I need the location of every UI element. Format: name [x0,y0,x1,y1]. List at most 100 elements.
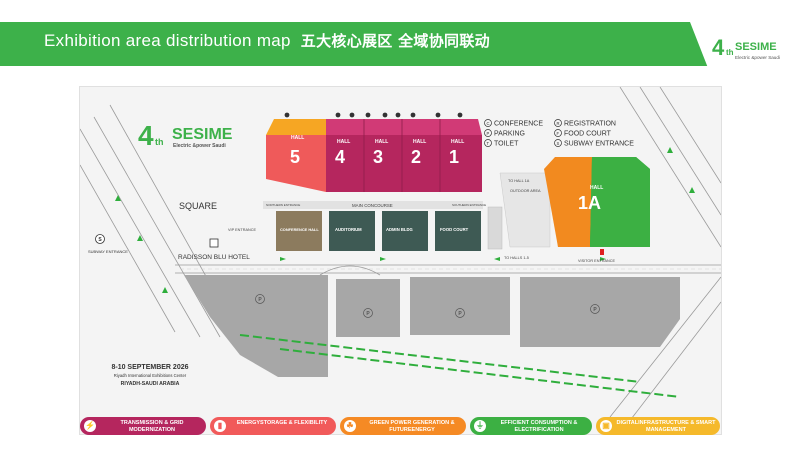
map-canvas: P P P P 4 th SESIME Electric &power Saud… [80,87,721,428]
parking-icon-1: P [258,297,262,303]
header-logo-edition-suffix: th [726,48,734,57]
battery-icon: ▮ [214,420,226,432]
hall-5[interactable]: HALL 5 [266,119,326,192]
hall-1-label: HALL [451,139,464,145]
radisson-label: RADISSON BLU HOTEL [178,254,250,261]
visitor-entrance-label: VISITOR ENTRANCE [578,259,616,263]
hall-4-label: HALL [337,139,350,145]
legend-toilet-icon: T [487,141,490,146]
map-logo-brand: SESIME [172,126,233,143]
event-dates: 8-10 SEPTEMBER 2026 [111,364,188,371]
hall-1a[interactable]: HALL 1A [544,157,650,247]
category-digital-infrastructure-label: DIGITALINFRASTRUCTURE & SMART MANAGEMENT [616,420,716,433]
outdoor-area [499,172,551,248]
event-venue: Riyadh International Exhibitions Center [114,373,187,378]
hall-2-label: HALL [413,139,426,145]
walkway-block [487,206,503,250]
green-walkways [239,334,681,398]
header-logo-tagline: Electric &power Saudi [735,55,780,60]
outdoor-area-label: OUTDOOR AREA [510,189,541,193]
to-halls-1-5-label: TO HALLS 1-5 [504,256,529,260]
parking-icons: P P P P [255,294,600,318]
category-energy-storage-label: ENERGYSTORAGE & FLEXIBILITY [236,420,328,426]
northern-entrance-label: NORTHERN ENTRANCE [266,203,300,207]
legend-registration: REGISTRATION [564,121,616,128]
category-energy-storage: ▮ ENERGYSTORAGE & FLEXIBILITY [210,417,336,435]
legend-subway-entrance: SUBWAY ENTRANCE [564,141,634,148]
legend-food-court: FOOD COURT [564,131,612,138]
halls-1-4 [326,119,482,192]
toilet-icons [284,112,463,118]
event-logo-map: 4 th SESIME Electric &power Saudi [138,120,233,151]
vip-entrance-label: VIP ENTRANCE [228,228,256,232]
to-hall-1a-label: TO HALL 1A [508,179,530,183]
food-court-label: FOOD COURT [440,227,469,232]
legend-registration-icon: R [557,121,560,126]
hall-3-number: 3 [373,147,383,167]
hall-1a-label: HALL [590,185,603,191]
hall-3-label: HALL [375,139,388,145]
event-logo-header: 4 th SESIME Electric &power Saudi [690,22,790,68]
event-info: 8-10 SEPTEMBER 2026 Riyadh International… [111,364,188,387]
parking-icon-4: P [593,307,597,313]
title-english: Exhibition area distribution map [44,31,291,50]
road-left-markers [115,195,168,293]
hall-4-number: 4 [335,147,345,167]
hall-5-label: HALL [291,135,304,141]
transmission-icon: ⚡ [84,420,96,432]
parking-icon-2: P [366,311,370,317]
parking-icon-3: P [458,311,462,317]
map-logo-tagline: Electric &power Saudi [173,143,226,149]
parking-lot-1 [184,275,328,377]
header-logo-brand: SESIME [735,41,777,53]
map-logo-edition-suffix: th [155,137,164,147]
legend-parking: PARKING [494,131,525,138]
event-city: RIYADH-SAUDI ARABIA [121,381,180,387]
conference-hall[interactable]: CONFERENCE HALL [276,211,322,251]
admin-bldg[interactable]: ADMIN BLDG [382,211,428,251]
page-title: Exhibition area distribution map 五大核心展区 全… [44,30,490,51]
leaf-icon: ☘ [344,420,356,432]
admin-bldg-label: ADMIN BLDG [386,227,413,232]
category-efficient-consumption-label: EFFICIENT CONSUMPTION & ELECTRIFICATION [500,420,578,433]
map-legend: C CONFERENCE P PARKING T TOILET R REGIST… [484,119,634,148]
main-concourse [263,201,483,209]
southern-entrance-label: SOUTHERN ENTRANCE [452,203,486,207]
hall-2[interactable]: HALL 2 [411,139,426,167]
road-right-markers [667,147,695,193]
main-road [175,264,721,274]
parking-lot-2 [336,279,400,337]
food-court[interactable]: FOOD COURT [435,211,481,251]
hall-4[interactable]: HALL 4 [335,139,350,167]
hall-5-number: 5 [290,147,300,167]
subway-icon [95,234,105,244]
hotel-icon [209,238,219,248]
hall-1[interactable]: HALL 1 [449,139,464,167]
parking-lots [184,265,680,377]
legend-conference-icon: C [487,121,490,126]
parking-lot-4 [520,277,680,347]
header-banner: Exhibition area distribution map 五大核心展区 全… [0,22,720,66]
category-transmission: ⚡ TRANSMISSION & GRID MODERNIZATION [80,417,206,435]
chip-icon: ▣ [600,420,612,432]
hall-1-number: 1 [449,147,459,167]
legend-food-court-icon: F [557,131,560,136]
legend-toilet: TOILET [494,141,519,148]
category-transmission-label: TRANSMISSION & GRID MODERNIZATION [120,420,184,433]
hall-2-number: 2 [411,147,421,167]
road-markers [280,257,606,261]
auditorium-label: AUDITORIUM [335,227,362,232]
hall-1a-number: 1A [578,193,601,213]
auditorium[interactable]: AUDITORIUM [329,211,375,251]
category-efficient-consumption: ⏚ EFFICIENT CONSUMPTION & ELECTRIFICATIO… [470,417,592,435]
legend-subway-icon: S [557,141,560,146]
subway-entrance-label: SUBWAY ENTRANCE [88,249,128,254]
title-chinese: 五大核心展区 全域协同联动 [300,32,490,50]
plug-icon: ⏚ [474,420,486,432]
legend-parking-icon: P [487,131,490,136]
legend-conference: CONFERENCE [494,121,543,128]
hall-3[interactable]: HALL 3 [373,139,388,167]
road-right [609,87,721,428]
main-concourse-label: MAIN CONCOURSE [352,203,393,208]
header-logo-edition: 4 [712,35,725,60]
